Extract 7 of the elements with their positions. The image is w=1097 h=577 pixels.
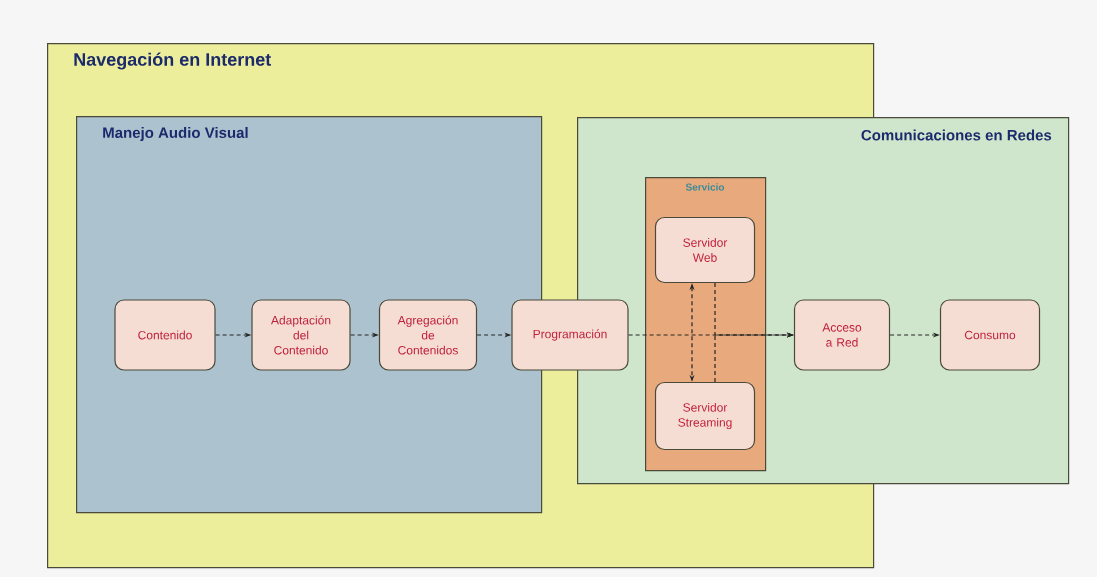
process-box: Contenido [114,299,216,371]
process-box: Adaptación del Contenido [251,299,351,371]
process-box: Servidor Web [654,216,756,284]
process-box: Agregación de Contenidos [378,299,478,371]
process-box: Consumo [939,299,1041,371]
process-box: Servidor Streaming [654,381,756,451]
process-box: Acceso a Red [793,299,891,371]
